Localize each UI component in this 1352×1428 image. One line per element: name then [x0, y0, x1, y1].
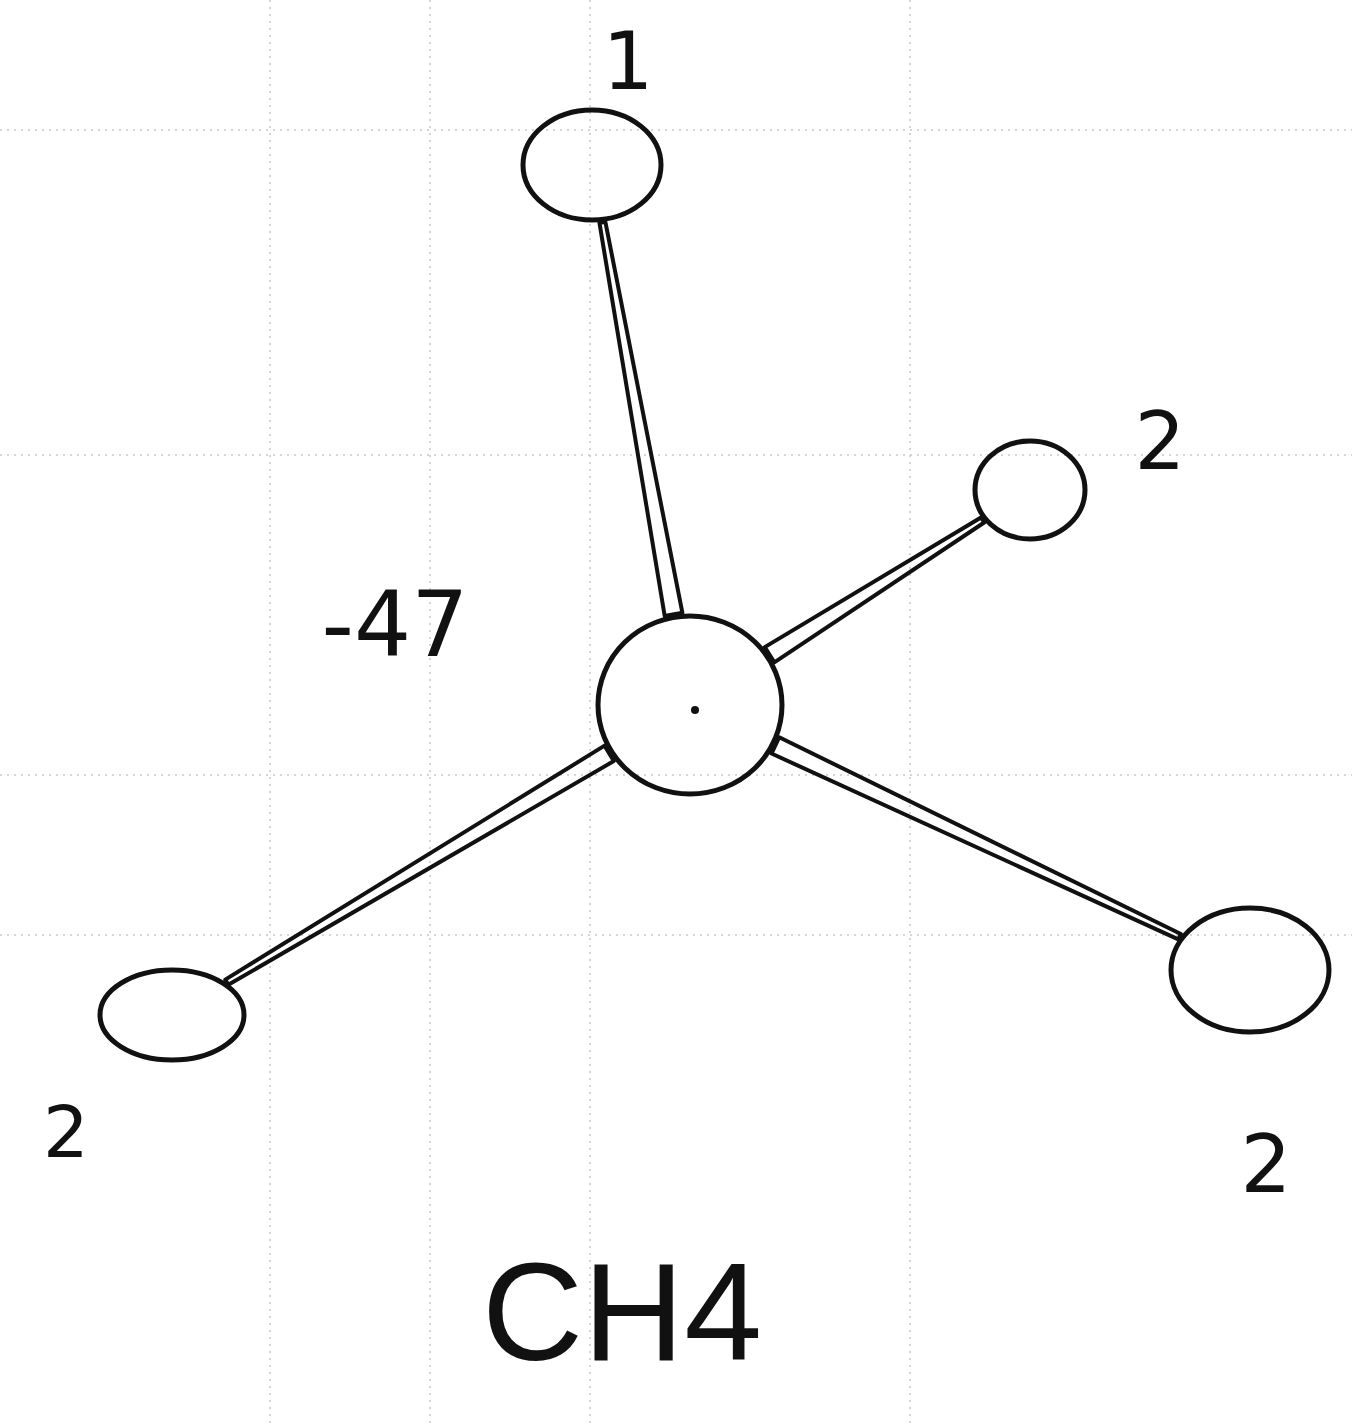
- atom-outline: [595, 613, 785, 797]
- atom-outline: [975, 441, 1085, 539]
- grid-line: [909, 0, 911, 1428]
- bond-line: [225, 746, 614, 985]
- atom-label: 2: [1241, 1125, 1292, 1205]
- atom-outline: [1168, 905, 1332, 1035]
- atom-circle: 1: [520, 107, 664, 223]
- atom-outline: [972, 438, 1088, 542]
- grid-line: [589, 0, 591, 1428]
- formula-caption: CH4: [482, 1242, 762, 1382]
- atom-label: 1: [603, 22, 654, 102]
- atom-circle: -47: [595, 613, 785, 797]
- atom-label: 2: [1135, 402, 1186, 482]
- grid-line: [0, 129, 1352, 131]
- atom-circle: 2: [97, 967, 247, 1063]
- atom-outline: [598, 616, 782, 794]
- atom-circle: 2: [972, 438, 1088, 542]
- bond-line: [599, 222, 682, 616]
- bond-line: [765, 517, 984, 662]
- nucleus-dot: [691, 706, 699, 714]
- atom-outline: [97, 967, 247, 1063]
- grid-line: [429, 0, 431, 1428]
- bond-line: [772, 737, 1181, 939]
- grid-line: [0, 774, 1352, 776]
- atom-label: -47: [322, 580, 469, 670]
- atom-outline: [523, 110, 661, 220]
- atom-outline: [1171, 908, 1329, 1032]
- grid-line: [0, 934, 1352, 936]
- atom-circle: 2: [1168, 905, 1332, 1035]
- atom-label: 2: [43, 1096, 89, 1168]
- atom-outline: [100, 970, 244, 1060]
- atom-outline: [520, 107, 664, 223]
- grid-line: [269, 0, 271, 1428]
